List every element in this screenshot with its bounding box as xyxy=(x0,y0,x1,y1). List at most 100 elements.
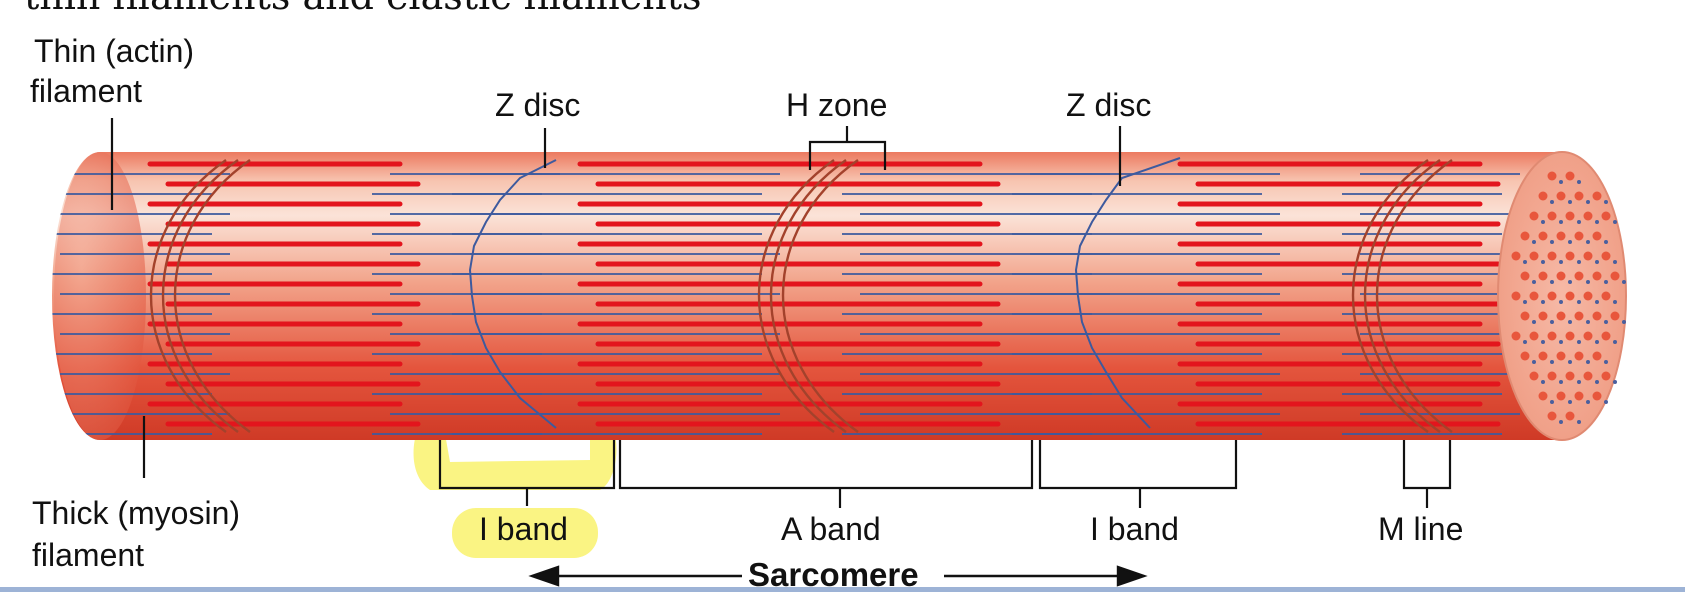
thick-filament-dot xyxy=(1529,211,1539,221)
thick-filament-dot xyxy=(1547,251,1557,261)
thin-filament-dot xyxy=(1568,320,1572,324)
thin-filament-dot xyxy=(1568,240,1572,244)
thin-filament-dot xyxy=(1613,380,1617,384)
thin-filament-label-line2: filament xyxy=(30,73,142,109)
thick-filament-dot xyxy=(1583,211,1593,221)
i-band-left-label: I band xyxy=(479,511,568,547)
thin-filament-dot xyxy=(1613,220,1617,224)
thick-filament-dot xyxy=(1565,331,1575,341)
thin-filament-dot xyxy=(1550,320,1554,324)
z-disc-left-label: Z disc xyxy=(495,87,580,123)
filament-array xyxy=(52,161,1520,435)
thick-filament-dot xyxy=(1592,311,1602,321)
thick-filament-dot xyxy=(1574,191,1584,201)
thin-filament-dot xyxy=(1595,220,1599,224)
thin-filament-dot xyxy=(1568,280,1572,284)
thick-filament-dot xyxy=(1529,371,1539,381)
thick-filament-dot xyxy=(1592,191,1602,201)
thin-filament-dot xyxy=(1577,220,1581,224)
thin-filament-dot xyxy=(1586,360,1590,364)
thin-filament-dot xyxy=(1559,260,1563,264)
thin-filament-dot xyxy=(1586,320,1590,324)
thick-filament-dot xyxy=(1538,391,1548,401)
thick-filament-label-line1: Thick (myosin) xyxy=(32,495,240,531)
thin-filament-dot xyxy=(1523,340,1527,344)
thin-filament-dot xyxy=(1595,380,1599,384)
thick-filament-dot xyxy=(1592,351,1602,361)
thick-filament-dot xyxy=(1556,391,1566,401)
thin-filament-dot xyxy=(1577,420,1581,424)
thin-filament-dot xyxy=(1613,300,1617,304)
thin-filament-dot xyxy=(1622,320,1626,324)
thin-filament-dot xyxy=(1613,340,1617,344)
thin-filament-dot xyxy=(1541,300,1545,304)
thin-filament-dot xyxy=(1550,360,1554,364)
thin-filament-dot xyxy=(1541,260,1545,264)
thin-filament-dot xyxy=(1577,380,1581,384)
myofibril-body xyxy=(52,152,1560,440)
thick-filament-dot xyxy=(1520,271,1530,281)
thick-filament-dot xyxy=(1529,331,1539,341)
thick-filament-dot xyxy=(1565,211,1575,221)
thin-filament-dot xyxy=(1523,260,1527,264)
band-rings xyxy=(149,159,1453,433)
thin-filament-dot xyxy=(1541,340,1545,344)
thin-filament-dot xyxy=(1559,300,1563,304)
thin-filament-dot xyxy=(1541,220,1545,224)
thin-filament-dot xyxy=(1559,420,1563,424)
thick-filament-dot xyxy=(1547,331,1557,341)
thick-filament-dot xyxy=(1511,331,1521,341)
thick-filament-dot xyxy=(1565,291,1575,301)
thin-filament-dot xyxy=(1622,280,1626,284)
thick-filament-dot xyxy=(1583,291,1593,301)
thick-filament-dot xyxy=(1565,371,1575,381)
thin-filament-dot xyxy=(1586,240,1590,244)
thick-filament-dot xyxy=(1529,291,1539,301)
thin-filament-dot xyxy=(1523,300,1527,304)
highlight-marker xyxy=(413,428,617,558)
thick-filament-dot xyxy=(1565,251,1575,261)
sarcomere-label: Sarcomere xyxy=(748,556,919,593)
thin-filament-dot xyxy=(1604,280,1608,284)
thick-filament-dot xyxy=(1538,351,1548,361)
thin-filament-dot xyxy=(1604,320,1608,324)
thick-filament-dot xyxy=(1538,271,1548,281)
thin-filament-dot xyxy=(1595,300,1599,304)
thick-filament-dot xyxy=(1601,371,1611,381)
thin-filament-label-line1: Thin (actin) xyxy=(34,33,194,69)
thick-filament-dot xyxy=(1574,271,1584,281)
thin-filament-dot xyxy=(1568,200,1572,204)
thin-filament-dot xyxy=(1577,340,1581,344)
thick-filament-dot xyxy=(1538,231,1548,241)
z-disc-left-line xyxy=(468,159,557,429)
thick-filament-dot xyxy=(1583,371,1593,381)
sarcomere-arrow xyxy=(528,565,1148,587)
thick-filament-dot xyxy=(1592,391,1602,401)
thick-filament-dot xyxy=(1511,251,1521,261)
thick-filament-dot xyxy=(1601,211,1611,221)
thick-filament-dot xyxy=(1556,311,1566,321)
thin-filament-dot xyxy=(1550,200,1554,204)
h-zone-label: H zone xyxy=(786,87,887,123)
thin-filament-dot xyxy=(1586,200,1590,204)
thick-filament-dot xyxy=(1520,311,1530,321)
thin-filament-dot xyxy=(1559,340,1563,344)
thick-filament-dot xyxy=(1538,191,1548,201)
thin-filament-dot xyxy=(1559,180,1563,184)
thick-filament-dot xyxy=(1547,371,1557,381)
thin-filament-dot xyxy=(1595,340,1599,344)
thin-filament-dot xyxy=(1550,400,1554,404)
thin-filament-dot xyxy=(1577,300,1581,304)
thick-filament-dot xyxy=(1529,251,1539,261)
thick-filament-dot xyxy=(1601,291,1611,301)
cross-section-face xyxy=(1497,151,1627,441)
thick-filament-dot xyxy=(1556,191,1566,201)
thick-filament-dot xyxy=(1511,291,1521,301)
thick-filament-dot xyxy=(1574,311,1584,321)
thick-filament-dot xyxy=(1547,411,1557,421)
thick-filament-dot xyxy=(1583,331,1593,341)
thick-filament-dot xyxy=(1574,231,1584,241)
thin-filament-dot xyxy=(1604,360,1608,364)
thick-filament-dot xyxy=(1547,211,1557,221)
thin-filament-dot xyxy=(1604,400,1608,404)
